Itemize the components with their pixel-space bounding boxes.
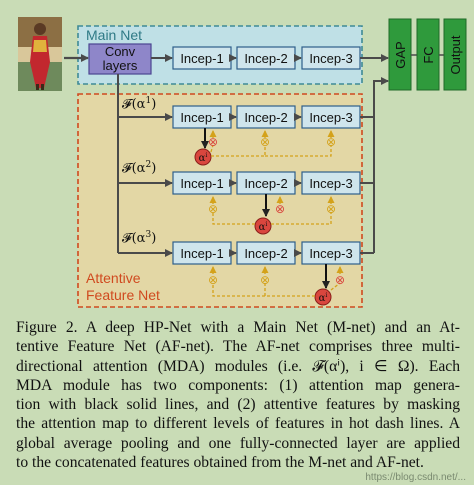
caption-line: tentive Feature Net (AF-net). The AF-net…	[16, 338, 460, 356]
mda-3-otimes-3: ⊗	[335, 273, 345, 287]
hp-net-diagram: Main Net Attentive Feature Net Conv laye…	[18, 17, 467, 308]
mda-2-otimes-3: ⊗	[326, 202, 336, 216]
watermark: https://blog.csdn.net/...	[365, 472, 466, 483]
mda-1-label: 𝓕(α1)	[122, 96, 156, 112]
caption-line: MDA module has two components: (1) atten…	[16, 376, 460, 394]
mda-2-incep-2-label: Incep-2	[244, 176, 287, 191]
mda-3-otimes-2: ⊗	[260, 273, 270, 287]
main-net-label: Main Net	[86, 27, 142, 43]
caption-line: the attention map to different levels of…	[16, 415, 460, 433]
output-label: Output	[448, 35, 463, 74]
mda-1-incep-1-label: Incep-1	[180, 110, 223, 125]
mda-1-dash-b	[211, 145, 266, 157]
mda-3-incep-2-label: Incep-2	[244, 246, 287, 261]
af-net-label-line1: Attentive	[86, 270, 141, 286]
mda-2-alpha-symbol: αi	[259, 221, 268, 233]
caption-line: Figure 2. A deep HP-Net with a Main Net …	[16, 319, 460, 336]
af-net-label-line2: Feature Net	[86, 287, 160, 303]
conv-label-line1: Conv	[105, 44, 136, 59]
mda-1-otimes-2: ⊗	[260, 135, 270, 149]
mda-module-3: 𝓕(α3) Incep-1 Incep-2 Incep-3 αi ⊗ ⊗ ⊗	[118, 230, 361, 306]
mda-3-incep-3-label: Incep-3	[309, 246, 352, 261]
mda-1-incep-3-label: Incep-3	[309, 110, 352, 125]
caption-line: to the concatenated features obtained fr…	[16, 454, 424, 472]
main-incep-3-label: Incep-3	[309, 51, 352, 66]
mda-2-otimes-1: ⊗	[208, 202, 218, 216]
figure-caption: Figure 2. A deep HP-Net with a Main Net …	[16, 318, 460, 472]
mda-2-dash-a	[212, 212, 255, 225]
mda-3-dash-c	[330, 282, 341, 291]
main-incep-2-label: Incep-2	[244, 51, 287, 66]
mda-module-1: 𝓕(α1) Incep-1 Incep-2 Incep-3 αi ⊗ ⊗ ⊗	[118, 96, 361, 166]
mda-1-otimes-3: ⊗	[326, 135, 336, 149]
mda-1-incep-2-label: Incep-2	[244, 110, 287, 125]
output-block	[443, 18, 467, 91]
mda-1-alpha-node	[194, 148, 212, 166]
mda-1-alpha-symbol: αi	[199, 152, 208, 164]
input-person-image	[18, 17, 62, 91]
mda-3-dash-a	[212, 283, 315, 297]
mda-3-alpha-symbol: αi	[319, 292, 328, 304]
fc-label: FC	[421, 46, 436, 63]
mda-3-alpha-node	[314, 288, 332, 306]
mda-3-incep-1-label: Incep-1	[180, 246, 223, 261]
mda-1-dash-c	[265, 145, 332, 157]
mda-module-2: 𝓕(α2) Incep-1 Incep-2 Incep-3 αi ⊗ ⊗ ⊗	[118, 160, 361, 235]
mda-3-label: 𝓕(α3)	[122, 230, 156, 246]
mda-3-otimes-1: ⊗	[208, 273, 218, 287]
conv-label-line2: layers	[103, 58, 138, 73]
mda-2-alpha-node	[254, 217, 272, 235]
mda-1-dash-a	[210, 144, 214, 153]
caption-line: global average pooling and one fully-con…	[16, 434, 460, 452]
mda-2-incep-3-label: Incep-3	[309, 176, 352, 191]
caption-line: tion with black solid lines, and (2) att…	[16, 396, 460, 414]
caption-line: directional attention (MDA) modules (i.e…	[16, 357, 460, 375]
mda-2-label: 𝓕(α2)	[122, 160, 156, 176]
mda-2-otimes-2: ⊗	[275, 202, 285, 216]
mda-2-dash-b	[271, 212, 332, 225]
mda-1-otimes-1: ⊗	[208, 135, 218, 149]
mda-2-incep-1-label: Incep-1	[180, 176, 223, 191]
af-net-region	[77, 93, 363, 308]
main-incep-1-label: Incep-1	[180, 51, 223, 66]
gap-label: GAP	[393, 41, 408, 68]
